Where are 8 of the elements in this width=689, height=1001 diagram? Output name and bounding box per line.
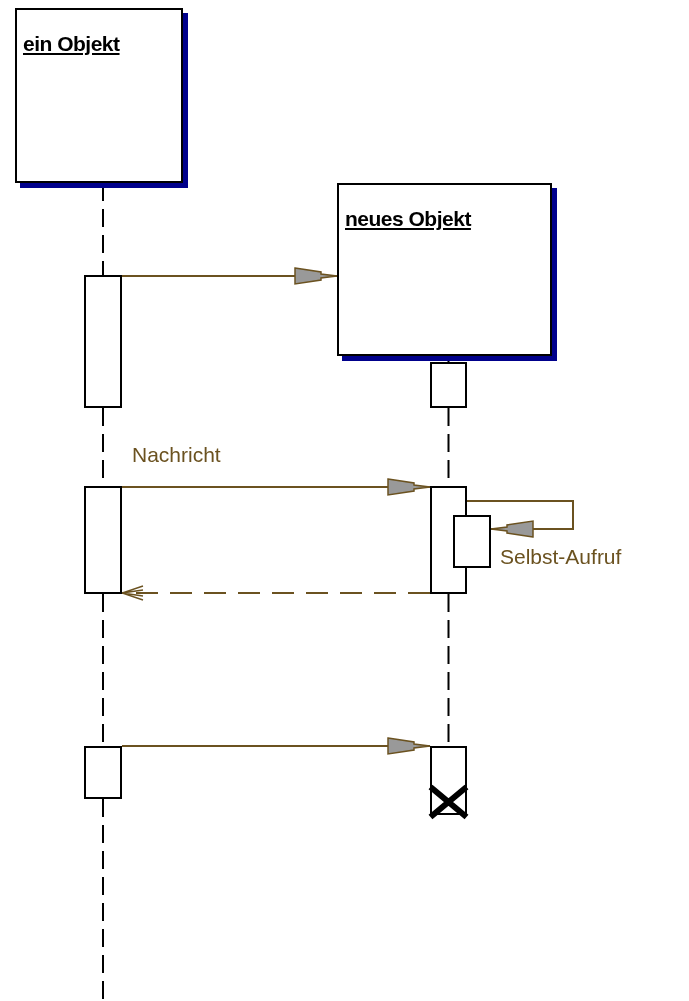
object-name: neues Objekt (345, 207, 471, 231)
object-name: ein Objekt (23, 32, 120, 56)
lifeline (102, 798, 104, 1001)
activation-bar (430, 362, 467, 408)
activation-bar (84, 746, 122, 799)
activation-bar (453, 515, 491, 568)
activation-bar (84, 486, 122, 594)
activation-bar (84, 275, 122, 408)
